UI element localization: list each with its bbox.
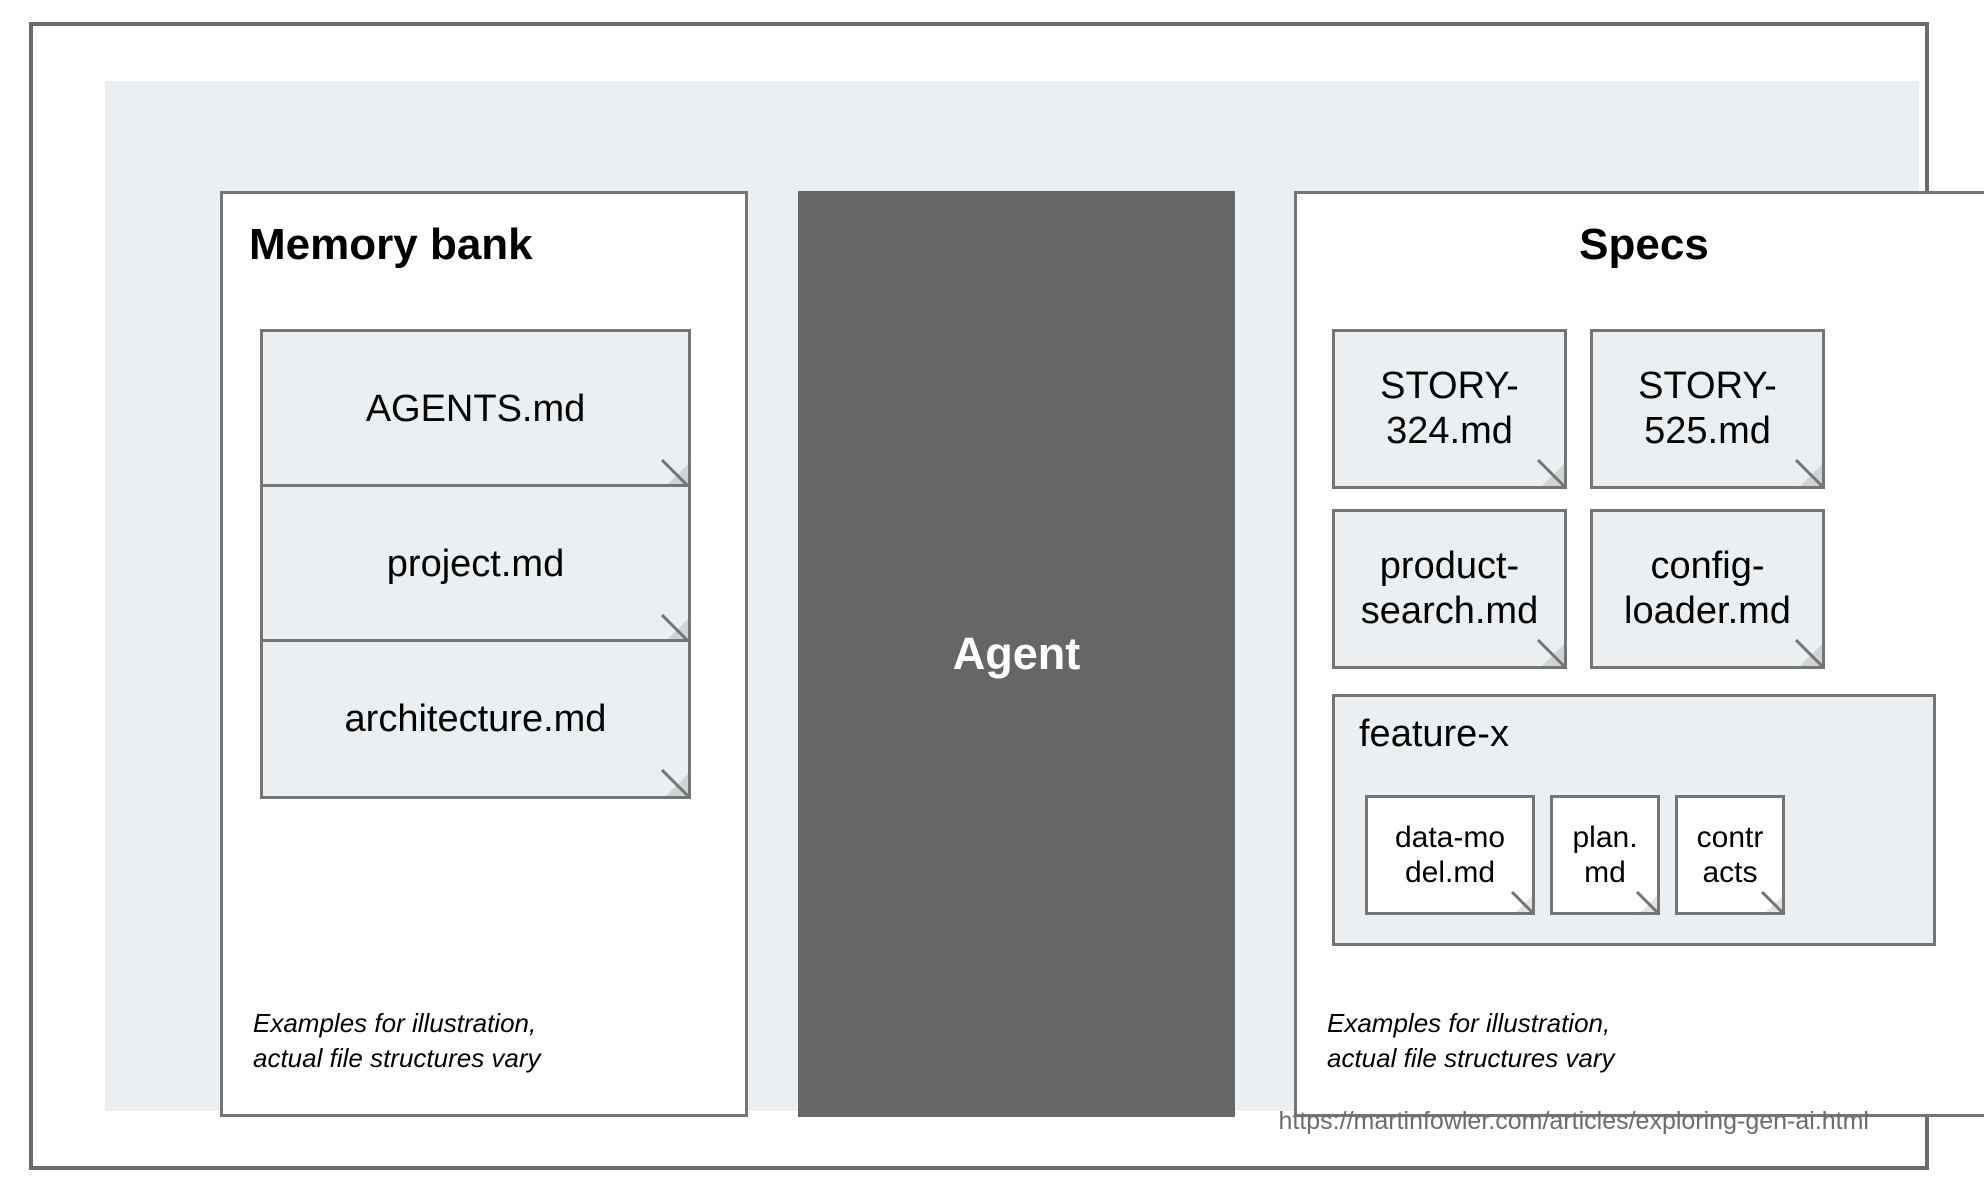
card-surface [1332,329,1567,489]
folder-group-title: feature-x [1359,713,1509,755]
file-card-label: STORY- 324.md [1380,365,1519,452]
folder-group-feature-x[interactable]: feature-x data-mo del.md [1332,694,1936,946]
agent-label: Agent [952,628,1081,679]
file-card-label: STORY- 525.md [1638,365,1777,452]
file-card-data-model-md[interactable]: data-mo del.md [1365,795,1535,915]
agent-column[interactable]: Agent [798,191,1235,1117]
file-card-project-md[interactable]: project.md [260,484,691,644]
file-card-plan-md[interactable]: plan. md [1550,795,1660,915]
memory-bank-title: Memory bank [249,220,533,269]
file-card-config-loader-md[interactable]: config- loader.md [1590,509,1825,669]
memory-bank-footnote: Examples for illustration, actual file s… [253,1007,541,1073]
specs-title: Specs [1579,220,1709,269]
file-card-architecture-md[interactable]: architecture.md [260,639,691,799]
specs-footnote: Examples for illustration, actual file s… [1327,1007,1615,1073]
file-card-label: project.md [386,542,565,585]
diagram-inner-panel: Memory bank AGENTS.md project.md [105,81,1984,1117]
file-card-label: data-mo del.md [1394,820,1506,889]
file-card-story-525-md[interactable]: STORY- 525.md [1590,329,1825,489]
file-card-agents-md[interactable]: AGENTS.md [260,329,691,489]
file-card-story-324-md[interactable]: STORY- 324.md [1332,329,1567,489]
file-card-label: product- search.md [1360,545,1539,632]
source-url[interactable]: https://martinfowler.com/articles/explor… [1278,1107,1869,1135]
file-card-label: architecture.md [344,697,607,740]
specs-column: Specs STORY- 324.md STORY- 525.md [1294,191,1984,1117]
file-card-label: plan. md [1572,820,1638,889]
file-card-label: contr acts [1696,820,1764,889]
card-surface [1590,329,1825,489]
file-card-product-search-md[interactable]: product- search.md [1332,509,1567,669]
file-card-label: config- loader.md [1624,545,1791,632]
card-surface [1590,509,1825,669]
file-card-contracts[interactable]: contr acts [1675,795,1785,915]
file-card-label: AGENTS.md [365,387,586,430]
card-surface [1550,795,1660,915]
card-surface [260,329,691,489]
card-surface [1332,509,1567,669]
diagram-outer-frame: Memory bank AGENTS.md project.md [29,22,1984,1170]
card-surface [260,639,691,799]
card-surface [1365,795,1535,915]
memory-bank-column: Memory bank AGENTS.md project.md [220,191,748,1117]
